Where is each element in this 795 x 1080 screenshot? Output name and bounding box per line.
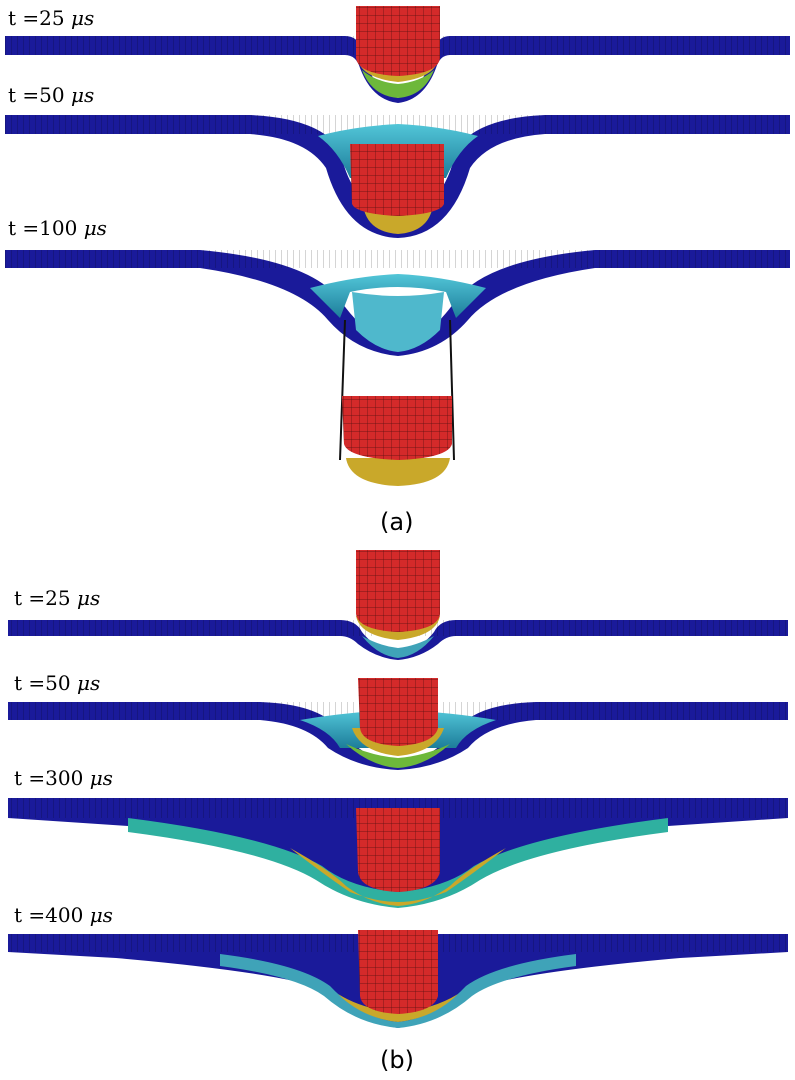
time-label-a-1: t =25 μs — [8, 6, 95, 30]
frame-a-100us — [5, 250, 790, 486]
time-label-a-2: t =50 μs — [8, 83, 95, 107]
frame-b-400us — [8, 930, 788, 1028]
time-label-a-3: t =100 μs — [8, 216, 107, 240]
caption-a: (a) — [380, 508, 414, 536]
frame-b-300us — [8, 798, 788, 908]
time-label-b-1: t =25 μs — [14, 586, 101, 610]
time-label-b-2: t =50 μs — [14, 671, 101, 695]
frame-a-50us — [5, 115, 790, 238]
caption-b: (b) — [380, 1046, 414, 1074]
frame-b-50us — [8, 678, 788, 770]
time-label-b-3: t =300 μs — [14, 766, 113, 790]
frame-a-25us — [5, 6, 790, 103]
time-label-b-4: t =400 μs — [14, 903, 113, 927]
frame-b-25us — [8, 550, 788, 660]
